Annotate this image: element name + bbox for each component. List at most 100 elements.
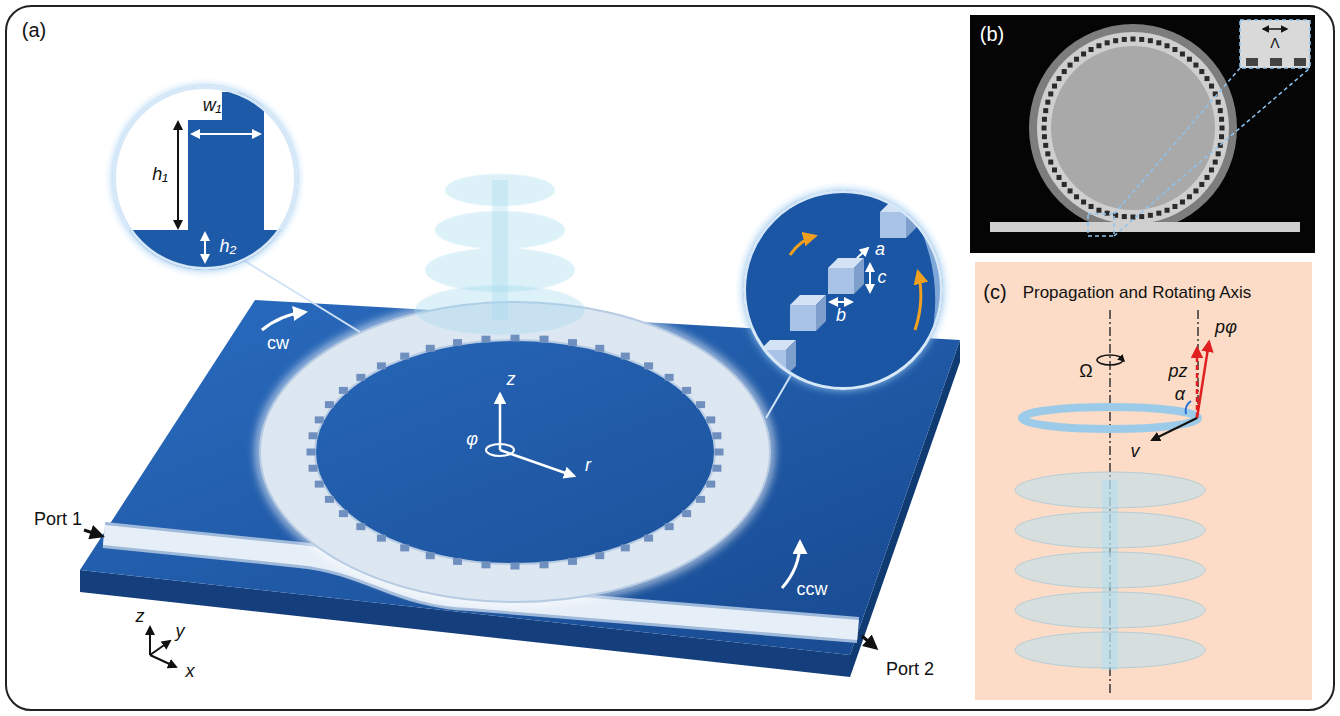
photo-grating <box>1193 63 1198 68</box>
dimension-label: b <box>836 306 846 326</box>
photo-panel: (b)Λ <box>970 15 1315 253</box>
rotation-schematic <box>1015 632 1205 668</box>
grating-cube <box>816 295 826 331</box>
grating-teeth <box>511 563 520 570</box>
axis-label: z <box>507 370 516 390</box>
photo-grating <box>1113 38 1118 43</box>
photo-grating <box>1056 76 1061 81</box>
rotation-schematic <box>1186 401 1191 414</box>
grating-inset <box>857 248 868 258</box>
grating-teeth <box>568 339 577 346</box>
photo-grating <box>1216 100 1221 105</box>
grating-teeth <box>377 535 386 542</box>
grating-cube <box>854 258 864 294</box>
leader-line <box>240 258 791 418</box>
rotation-schematic <box>1015 592 1205 628</box>
grating-teeth <box>309 465 318 472</box>
vector-label: pz <box>1168 362 1187 382</box>
grating-teeth <box>682 387 691 394</box>
vortex-beam <box>445 174 555 206</box>
photo-grating <box>1213 160 1218 165</box>
device-photo <box>1114 68 1240 214</box>
photo-grating <box>1172 204 1177 209</box>
grating-teeth <box>712 432 721 439</box>
grating-teeth <box>540 336 549 343</box>
photo-grating <box>1068 188 1073 193</box>
symbol-label: Ω <box>1079 362 1092 382</box>
grating-teeth <box>400 544 409 551</box>
grating-inset <box>915 272 921 330</box>
rotation-schematic <box>1152 418 1197 440</box>
photo-grating <box>1043 108 1048 113</box>
photo-grating <box>1045 151 1050 156</box>
photo-grating <box>1122 214 1127 219</box>
grating-teeth <box>426 552 435 559</box>
device-photo <box>1037 32 1229 224</box>
device-photo <box>1263 28 1287 30</box>
photo-grating <box>1180 200 1185 205</box>
grating-teeth <box>568 558 577 565</box>
grating-teeth <box>665 374 674 381</box>
rotation-schematic <box>1120 357 1124 361</box>
cross-section-circle: w₁h₁h₂ <box>113 86 297 270</box>
grating-teeth <box>453 558 462 565</box>
grating-teeth <box>595 345 604 352</box>
leader-line <box>766 375 791 418</box>
grating-teeth <box>339 510 348 517</box>
photo-grating <box>1042 117 1047 122</box>
dimension-label: w₁ <box>203 96 222 116</box>
device-photo <box>1029 24 1237 232</box>
grating-teeth <box>621 353 630 360</box>
grating-teeth <box>481 336 490 343</box>
photo-grating <box>1096 43 1101 48</box>
axis-label: r <box>585 456 591 476</box>
grating-teeth <box>540 561 549 568</box>
grating-teeth <box>595 552 604 559</box>
port-label: Port 1 <box>34 510 82 530</box>
device-photo <box>1240 20 1310 68</box>
rotation-schematic <box>975 262 1312 700</box>
device-photo <box>970 15 1315 253</box>
grating-teeth <box>621 544 630 551</box>
photo-grating <box>1148 38 1153 43</box>
grating-teeth <box>377 362 386 369</box>
direction-arrows <box>262 312 305 330</box>
photo-grating <box>1089 47 1094 52</box>
grating-inset <box>830 301 852 303</box>
device-photo <box>1270 58 1282 66</box>
dimension-label: a <box>875 240 885 260</box>
photo-grating <box>1074 57 1079 62</box>
direction-arrows <box>84 530 102 536</box>
ring-resonator <box>260 302 770 602</box>
photo-grating <box>1205 76 1210 81</box>
rotation-schematic <box>1197 342 1209 418</box>
coordinate-triad <box>150 641 170 655</box>
axis-label: x <box>186 662 195 682</box>
photo-grating <box>1096 208 1101 213</box>
schematic-panel: (c)Propagation and Rotating AxisΩpφpzαv <box>975 262 1312 700</box>
photo-grating <box>1042 134 1047 139</box>
cylinder-axes <box>486 394 574 476</box>
grating-teeth <box>696 401 705 408</box>
grating-teeth <box>309 432 318 439</box>
cross-section-inset <box>204 233 206 262</box>
photo-grating <box>1187 57 1192 62</box>
dimension-label: h₁ <box>152 165 168 185</box>
rotation-schematic <box>1097 355 1123 365</box>
photo-grating <box>1148 213 1153 218</box>
photo-grating <box>1218 108 1223 113</box>
photo-grating <box>1052 167 1057 172</box>
grating-teeth <box>665 523 674 530</box>
device-photo <box>1246 58 1258 66</box>
device-photo <box>1088 214 1114 236</box>
cross-section-inset <box>188 120 264 232</box>
ring-resonator <box>260 302 770 602</box>
leader-line <box>240 258 360 332</box>
photo-grating <box>1081 200 1086 205</box>
vortex-beam <box>415 174 585 335</box>
axis-label: φ <box>466 430 478 450</box>
grating-cube <box>790 305 816 331</box>
coordinate-triad <box>149 627 151 655</box>
